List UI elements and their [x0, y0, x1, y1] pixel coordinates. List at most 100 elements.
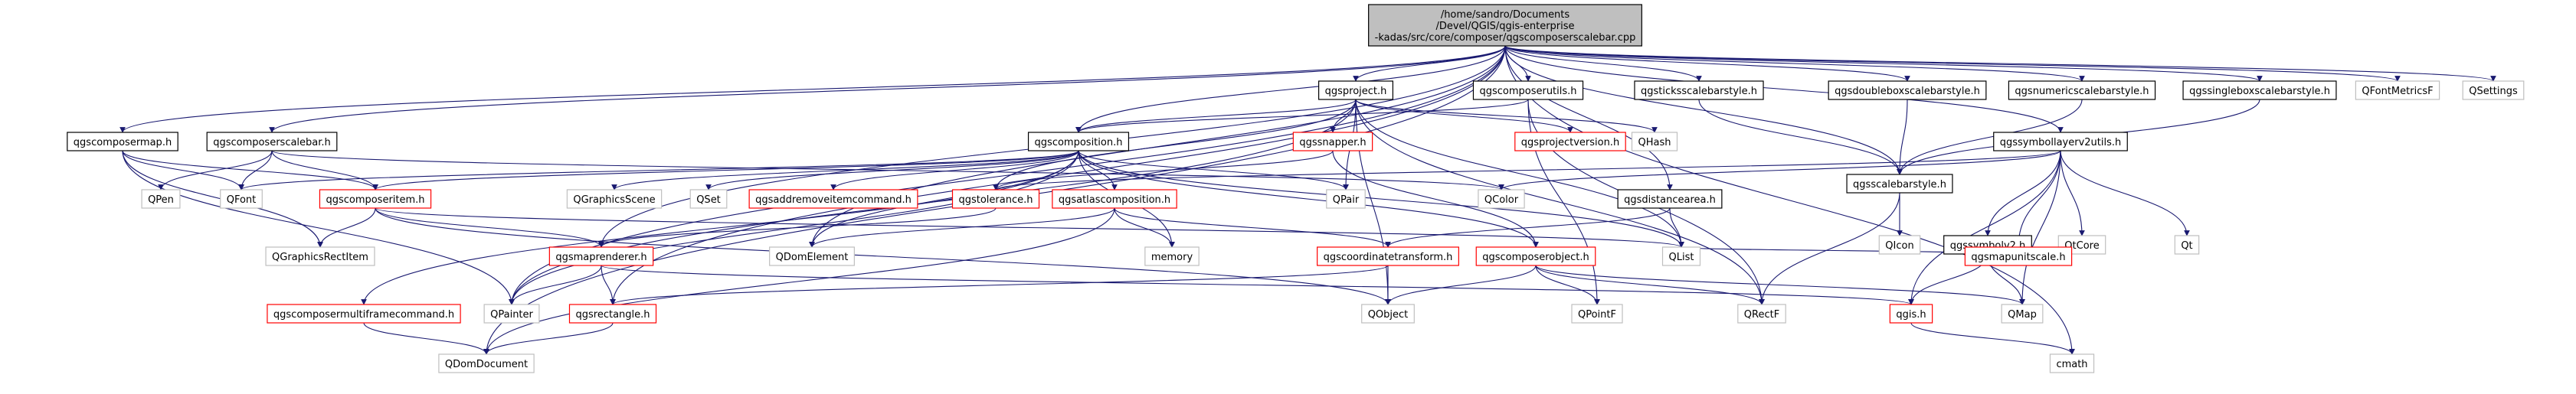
- edge-qgscomposition_h-to-QFont: [238, 150, 1079, 190]
- node-qgsprojectversion_h[interactable]: qgsprojectversion.h: [1514, 132, 1626, 151]
- node-QPointF: QPointF: [1571, 304, 1623, 324]
- node-qgsdoubleboxscalebarstyle_h[interactable]: qgsdoubleboxscalebarstyle.h: [1828, 80, 1987, 100]
- node-label: QList: [1669, 252, 1694, 263]
- node-qgscoordinatetransform_h[interactable]: qgscoordinatetransform.h: [1317, 246, 1459, 266]
- node-QSet: QSet: [689, 189, 728, 209]
- node-qgsatlascomposition_h[interactable]: qgsatlascomposition.h: [1052, 189, 1177, 209]
- node-qgscomposerutils_h[interactable]: qgscomposerutils.h: [1472, 80, 1584, 100]
- node-qgscomposeritem_h[interactable]: qgscomposeritem.h: [319, 189, 432, 209]
- node-box: [1964, 246, 2073, 266]
- edge-qgsproject_h-to-qgstolerance_h: [993, 99, 1357, 190]
- edge-root-to-qgscomposermap_h: [119, 45, 1506, 133]
- node-QPen: QPen: [141, 189, 181, 209]
- node-label: qgsscalebarstyle.h: [1853, 179, 1946, 190]
- edge-qgsticksscalebarstyle_h-to-qgsscalebarstyle_h: [1698, 99, 1903, 175]
- node-label: QSet: [696, 194, 721, 206]
- node-box: [438, 353, 535, 373]
- node-qgssymbollayerv2utils_h[interactable]: qgssymbollayerv2utils.h: [1993, 132, 2128, 151]
- edge-qgscomposition_h-to-qgsaddremoveitemcommand_h: [830, 150, 1079, 190]
- node-qgsaddremoveitemcommand_h[interactable]: qgsaddremoveitemcommand.h: [748, 189, 918, 209]
- node-label: QObject: [1368, 309, 1409, 321]
- edge-qgsatlascomposition_h-to-QDomDocument: [483, 207, 1115, 355]
- edge-qgssymbollayerv2utils_h-to-QtCore: [2060, 150, 2085, 236]
- edge-qgscomposerutils_h-to-QPointF: [1527, 99, 1600, 305]
- node-qgscomposition_h[interactable]: qgscomposition.h: [1027, 132, 1130, 151]
- edge-qgsproject_h-to-QList: [1355, 99, 1684, 248]
- node-qgssingleboxscalebarstyle_h[interactable]: qgssingleboxscalebarstyle.h: [2182, 80, 2337, 100]
- node-label: qgsdoubleboxscalebarstyle.h: [1835, 86, 1980, 97]
- node-box: [1514, 132, 1626, 151]
- edge-qgscomposermap_h-to-QFont: [122, 150, 244, 190]
- node-root[interactable]: /home/sandro/Documents/Devel/QGIS/qgis-e…: [1368, 4, 1642, 47]
- node-label: qgscomposeritem.h: [326, 194, 424, 206]
- node-label: QGraphicsRectItem: [272, 252, 368, 263]
- node-qgsrectangle_h[interactable]: qgsrectangle.h: [568, 304, 657, 324]
- node-label: qgscomposerutils.h: [1479, 86, 1576, 97]
- node-label: qgscomposermap.h: [74, 137, 172, 148]
- node-qgsmaprenderer_h[interactable]: qgsmaprenderer.h: [548, 246, 654, 266]
- node-box: [1846, 174, 1953, 194]
- edge-root-to-qgsscalebarstyle_h: [1504, 45, 1903, 175]
- node-box: [1661, 246, 1701, 266]
- node-qgsproject_h[interactable]: qgsproject.h: [1318, 80, 1393, 100]
- edge-qgscomposermap_h-to-QPainter: [122, 150, 515, 305]
- node-label: QFontMetricsF: [2362, 86, 2433, 97]
- node-qgscomposermap_h[interactable]: qgscomposermap.h: [67, 132, 178, 151]
- node-qgis_h[interactable]: qgis.h: [1889, 304, 1933, 324]
- node-qgscomposermultiframecommand_h[interactable]: qgscomposermultiframecommand.h: [267, 304, 461, 324]
- node-label: qgsprojectversion.h: [1521, 137, 1619, 148]
- node-box: [1828, 80, 1987, 100]
- edge-root-to-cmath: [1504, 45, 2075, 355]
- node-box: [1144, 246, 1200, 266]
- node-box: [1878, 235, 1921, 255]
- edge-root-to-qgsdistancearea_h: [1504, 45, 1673, 190]
- edge-qgscomposition_h-to-qgscomposeritem_h: [372, 150, 1079, 190]
- node-box: [67, 132, 178, 151]
- node-box: [1478, 189, 1525, 209]
- edge-qgsscalebarstyle_h-to-QRectF: [1759, 192, 1900, 305]
- node-qgscomposerobject_h[interactable]: qgscomposerobject.h: [1475, 246, 1596, 266]
- node-qgssnapper_h[interactable]: qgssnapper.h: [1292, 132, 1373, 151]
- node-label: qgscomposition.h: [1035, 137, 1123, 148]
- node-qgsdistancearea_h[interactable]: qgsdistancearea.h: [1617, 189, 1723, 209]
- node-box: [267, 304, 461, 324]
- edge-qgsatlascomposition_h-to-memory: [1114, 207, 1175, 248]
- node-label: qgsrectangle.h: [575, 309, 650, 321]
- node-label: -kadas/src/core/composer/qgscomposerscal…: [1375, 32, 1636, 44]
- node-QFont: QFont: [220, 189, 263, 209]
- node-label: qgstolerance.h: [958, 194, 1033, 206]
- node-qgsmapunitscale_h[interactable]: qgsmapunitscale.h: [1964, 246, 2073, 266]
- edge-root-to-qgsnumericscalebarstyle_h: [1504, 45, 2085, 82]
- node-memory: memory: [1144, 246, 1200, 266]
- node-qgsnumericscalebarstyle_h[interactable]: qgsnumericscalebarstyle.h: [2008, 80, 2156, 100]
- node-label: QColor: [1484, 194, 1519, 206]
- node-box: [951, 189, 1040, 209]
- node-QPair: QPair: [1326, 189, 1366, 209]
- node-box: [2355, 80, 2440, 100]
- node-qgstolerance_h[interactable]: qgstolerance.h: [951, 189, 1040, 209]
- node-box: [1326, 189, 1366, 209]
- edge-qgscomposition_h-to-QPair: [1078, 150, 1349, 190]
- edge-root-to-QSettings: [1504, 45, 2496, 82]
- node-box: [548, 246, 654, 266]
- edge-qgsmaprenderer_h-to-qgsrectangle_h: [601, 265, 616, 305]
- node-QFontMetricsF: QFontMetricsF: [2355, 80, 2440, 100]
- node-box: [689, 189, 728, 209]
- node-label: qgsdistancearea.h: [1624, 194, 1716, 206]
- node-cmath: cmath: [2049, 353, 2095, 373]
- node-label: Qt: [2181, 240, 2192, 252]
- node-box: [1634, 80, 1764, 100]
- edge-qgscomposeritem_h-to-QObject: [375, 207, 1391, 305]
- node-box: [1368, 4, 1642, 47]
- edge-root-to-qgsdoubleboxscalebarstyle_h: [1504, 45, 1910, 82]
- node-qgsticksscalebarstyle_h[interactable]: qgsticksscalebarstyle.h: [1634, 80, 1764, 100]
- node-qgscomposerscalebar_h[interactable]: qgscomposerscalebar.h: [206, 132, 338, 151]
- node-qgsscalebarstyle_h[interactable]: qgsscalebarstyle.h: [1846, 174, 1953, 194]
- edge-qgsatlascomposition_h-to-QDomElement: [809, 207, 1115, 248]
- node-box: [1617, 189, 1723, 209]
- node-box: [748, 189, 918, 209]
- node-label: QPainter: [490, 309, 533, 321]
- node-box: [2001, 304, 2044, 324]
- node-box: [769, 246, 855, 266]
- node-box: [319, 189, 432, 209]
